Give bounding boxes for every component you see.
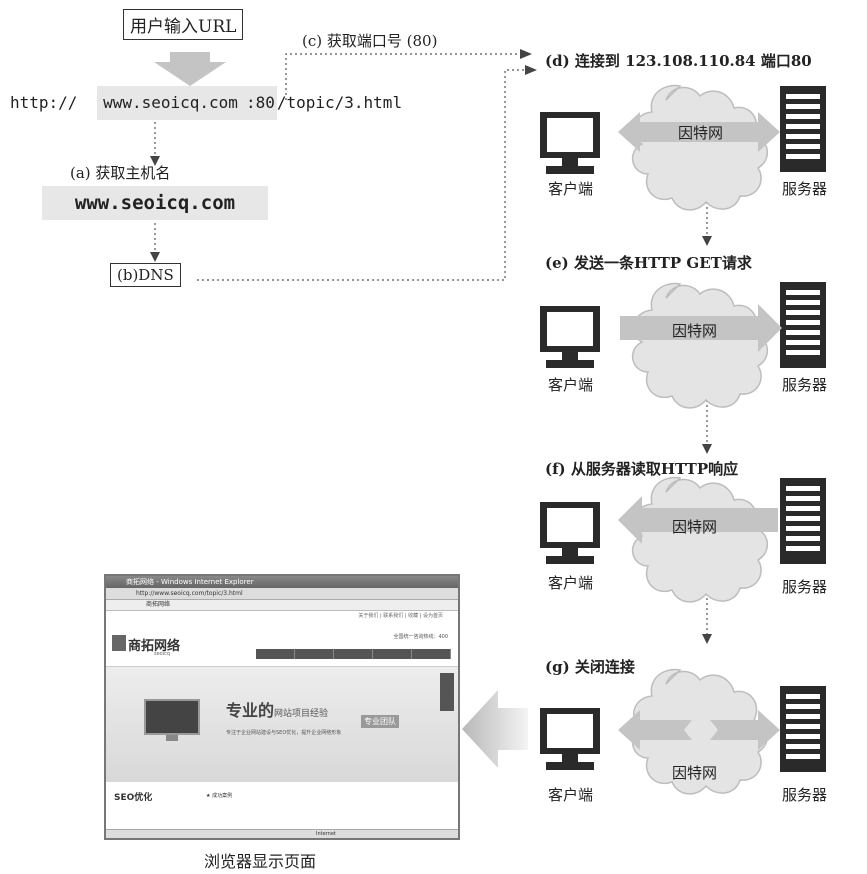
browser-address-bar[interactable]: http://www.seoicq.com/topic/3.html <box>106 588 458 600</box>
server-label-f: 服务器 <box>782 578 828 596</box>
display-arrow <box>462 690 528 768</box>
site-banner: 专业的网站项目经验 专业团队 专注于企业网站建设与SEO优化，提升企业网络形象 <box>106 667 458 782</box>
step-e-label: (e) 发送一条HTTP GET请求 <box>545 254 752 272</box>
server-label-g: 服务器 <box>782 786 828 804</box>
site-logo-sub: seoicq <box>154 651 171 657</box>
nav-item[interactable] <box>334 649 373 659</box>
banner-slogan: 专业的网站项目经验 <box>226 697 328 721</box>
browser-caption: 浏览器显示页面 <box>204 852 317 871</box>
user-input-label: 用户输入URL <box>130 17 237 37</box>
banner-slogan-bold: 专业的 <box>226 701 275 720</box>
site-logo-icon <box>112 635 126 651</box>
step-g-label: (g) 关闭连接 <box>545 658 635 676</box>
client-label-e: 客户端 <box>548 376 594 394</box>
url-port: :80 <box>243 86 277 120</box>
broken-arrow-left <box>618 710 692 750</box>
site-phone: 全国统一咨询热线：400 <box>393 634 448 640</box>
site-nav[interactable] <box>256 649 451 659</box>
browser-tab[interactable]: 商拓网络 <box>106 600 458 611</box>
panel-d <box>540 84 826 211</box>
computer-icon <box>540 306 600 368</box>
internet-label-f: 因特网 <box>672 518 718 536</box>
arrowheads <box>150 49 712 644</box>
internet-label-e: 因特网 <box>672 322 718 340</box>
cloud-icon <box>631 282 769 409</box>
url-host: www.seoicq.com <box>97 86 244 120</box>
cloud-icon <box>631 84 769 211</box>
internet-label-d: 因特网 <box>678 124 724 142</box>
browser-window: 商拓网络 - Windows Internet Explorer http://… <box>104 574 460 840</box>
browser-top-links: 关于我们 | 联系我们 | 收藏 | 设为首页 <box>358 613 443 619</box>
server-icon <box>780 478 826 564</box>
site-section: SEO优化 ★ 成功案例 <box>106 782 458 817</box>
computer-icon <box>540 502 600 564</box>
dns-box: (b)DNS <box>110 263 181 287</box>
internet-label-g: 因特网 <box>672 764 718 782</box>
nav-item[interactable] <box>412 649 451 659</box>
server-icon <box>780 686 826 772</box>
computer-icon <box>540 112 600 174</box>
request-arrow <box>620 304 782 352</box>
banner-side-widget[interactable] <box>440 673 454 711</box>
step-f-label: (f) 从服务器读取HTTP响应 <box>545 460 739 478</box>
panel-g <box>540 668 826 795</box>
site-logo: 商拓网络 <box>128 639 181 654</box>
client-label-f: 客户端 <box>548 574 594 592</box>
nav-item[interactable] <box>295 649 334 659</box>
banner-tag: 专业团队 <box>361 715 399 728</box>
banner-monitor-icon <box>144 699 200 741</box>
case-heading: ★ 成功案例 <box>206 793 233 799</box>
step-d-label: (d) 连接到 123.108.110.84 端口80 <box>545 52 812 70</box>
step-c-label: (c) 获取端口号 (80) <box>302 32 438 50</box>
server-label-e: 服务器 <box>782 376 828 394</box>
dns-label: (b)DNS <box>117 266 174 284</box>
banner-line: 专注于企业网站建设与SEO优化，提升企业网络形象 <box>226 730 342 736</box>
cloud-icon <box>631 476 769 603</box>
site-header: 商拓网络 seoicq 全国统一咨询热线：400 <box>106 621 458 667</box>
url-scheme: http:// <box>10 93 78 112</box>
server-icon <box>780 282 826 368</box>
nav-item[interactable] <box>373 649 412 659</box>
server-label-d: 服务器 <box>782 180 828 198</box>
panel-e <box>540 282 826 409</box>
url-path: /topic/3.html <box>276 93 403 112</box>
browser-status-bar: Internet <box>106 829 458 838</box>
banner-slogan-rest: 网站项目经验 <box>274 709 329 719</box>
broken-arrow-right <box>710 710 780 750</box>
url-line: http:// www.seoicq.com:80/topic/3.html <box>10 86 402 120</box>
panel-f <box>540 476 826 603</box>
server-icon <box>780 86 826 172</box>
client-label-g: 客户端 <box>548 786 594 804</box>
browser-title-bar: 商拓网络 - Windows Internet Explorer <box>106 576 458 588</box>
computer-icon <box>540 708 600 770</box>
step-a-label: (a) 获取主机名 <box>70 164 171 182</box>
step-a-host: www.seoicq.com <box>42 186 268 220</box>
client-label-d: 客户端 <box>548 180 594 198</box>
user-input-box: 用户输入URL <box>123 9 244 40</box>
seo-heading: SEO优化 <box>114 793 153 803</box>
bidirectional-arrow <box>618 112 780 152</box>
response-arrow <box>618 496 778 544</box>
dotted-flow-lines <box>154 53 708 636</box>
nav-item[interactable] <box>256 649 295 659</box>
input-down-arrow <box>154 52 226 86</box>
